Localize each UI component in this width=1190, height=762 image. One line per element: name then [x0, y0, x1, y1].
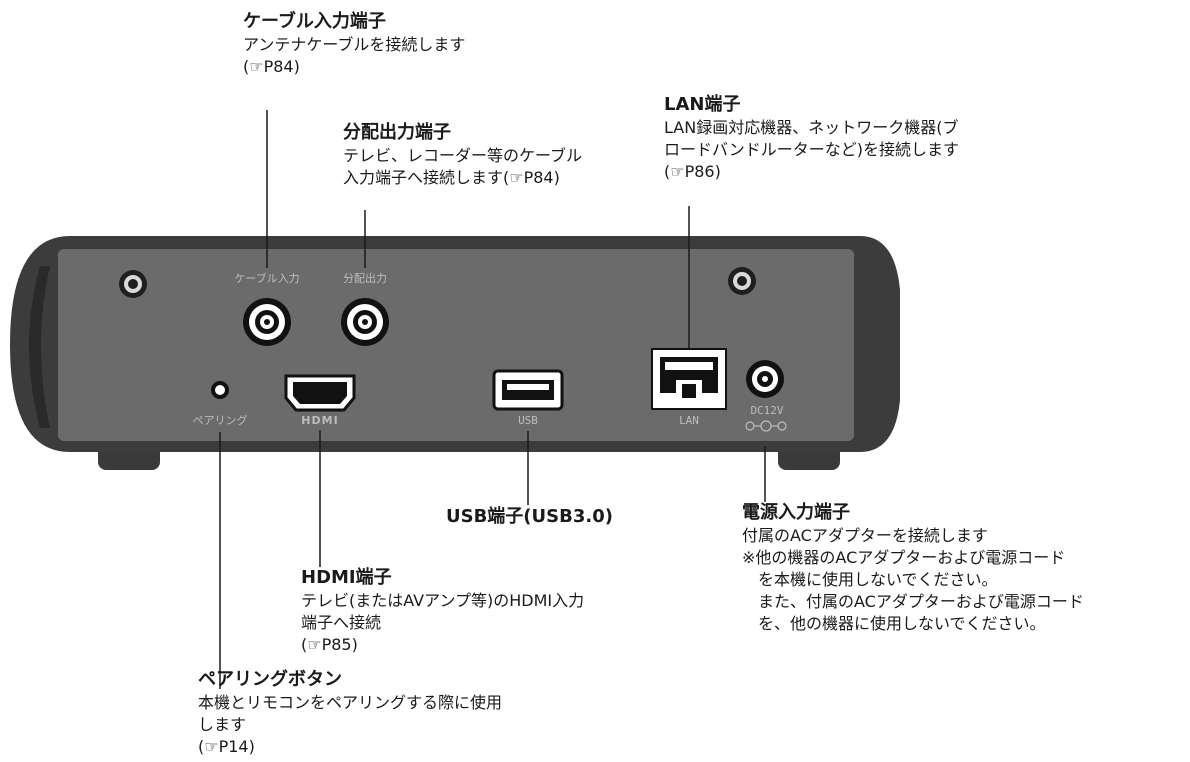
callout-hdmi-line-1: テレビ(またはAVアンプ等)のHDMI入力 — [301, 591, 585, 610]
pairing-button — [211, 381, 229, 399]
callout-split-out-line-1: テレビ、レコーダー等のケーブル — [343, 146, 583, 165]
device-side-curve — [29, 266, 50, 428]
callout-power: 電源入力端子 付属のACアダプターを接続します ※他の機器のACアダプターおよび… — [742, 501, 1084, 635]
callout-cable-in-line-1: アンテナケーブルを接続します — [243, 35, 466, 54]
hdmi-port — [284, 374, 356, 412]
callout-power-line-4: また、付属のACアダプターおよび電源コード — [742, 592, 1084, 611]
panel-label-cable-in: ケーブル入力 — [234, 271, 299, 285]
callout-split-out-line-2: 入力端子へ接続します(☞P84) — [343, 168, 560, 187]
callout-pairing-line-2: します — [198, 715, 247, 734]
callout-cable-in-title: ケーブル入力端子 — [243, 11, 386, 32]
callout-pairing-line-1: 本機とリモコンをペアリングする際に使用 — [198, 693, 503, 712]
callout-power-line-2: ※他の機器のACアダプターおよび電源コード — [742, 548, 1066, 567]
callout-usb: USB端子(USB3.0) — [446, 505, 613, 529]
callout-lan-line-1: LAN録画対応機器、ネットワーク機器(ブ — [664, 118, 959, 137]
callout-lan-title: LAN端子 — [664, 94, 741, 115]
callout-power-line-5: を、他の機器に使用しないでください。 — [742, 614, 1046, 633]
callout-power-title: 電源入力端子 — [742, 502, 850, 523]
usb-port — [492, 369, 564, 411]
callout-split-out: 分配出力端子 テレビ、レコーダー等のケーブル 入力端子へ接続します(☞P84) — [343, 121, 582, 189]
panel-label-dc: DC12V — [750, 404, 783, 417]
dc-jack — [746, 360, 784, 398]
callout-power-line-1: 付属のACアダプターを接続します — [742, 526, 988, 545]
panel-label-split-out: 分配出力 — [343, 271, 387, 285]
callout-lan: LAN端子 LAN録画対応機器、ネットワーク機器(ブ ロードバンドルーターなど)… — [664, 93, 959, 183]
callout-pairing: ペアリングボタン 本機とリモコンをペアリングする際に使用 します (☞P14) — [198, 668, 502, 758]
callout-pairing-title: ペアリングボタン — [198, 669, 342, 690]
screw-right — [728, 267, 756, 295]
panel-label-usb: USB — [518, 414, 538, 427]
lan-port — [651, 348, 727, 410]
cable-in-port — [243, 298, 291, 346]
callout-hdmi-title: HDMI端子 — [301, 567, 392, 588]
split-out-port — [341, 298, 389, 346]
callout-hdmi-line-2: 端子へ接続 — [301, 613, 382, 632]
leader-lines — [219, 110, 766, 689]
callout-pairing-line-3: (☞P14) — [198, 737, 255, 756]
callout-cable-in-line-2: (☞P84) — [243, 57, 300, 76]
callout-hdmi: HDMI端子 テレビ(またはAVアンプ等)のHDMI入力 端子へ接続 (☞P85… — [301, 566, 584, 656]
callout-usb-title: USB端子(USB3.0) — [446, 506, 613, 527]
callout-hdmi-line-3: (☞P85) — [301, 635, 358, 654]
callout-lan-line-2: ロードバンドルーターなど)を接続します — [664, 140, 960, 159]
panel-label-pairing: ペアリング — [193, 413, 248, 427]
callout-power-line-3: を本機に使用しないでください。 — [742, 570, 998, 589]
callout-lan-line-3: (☞P86) — [664, 162, 721, 181]
callout-cable-in: ケーブル入力端子 アンテナケーブルを接続します (☞P84) — [243, 10, 465, 78]
callout-split-out-title: 分配出力端子 — [343, 122, 451, 143]
dc-polarity-icon — [745, 420, 787, 432]
panel-label-hdmi: HDMI — [301, 414, 338, 427]
screw-left — [119, 270, 147, 298]
panel-label-lan: LAN — [679, 414, 699, 427]
